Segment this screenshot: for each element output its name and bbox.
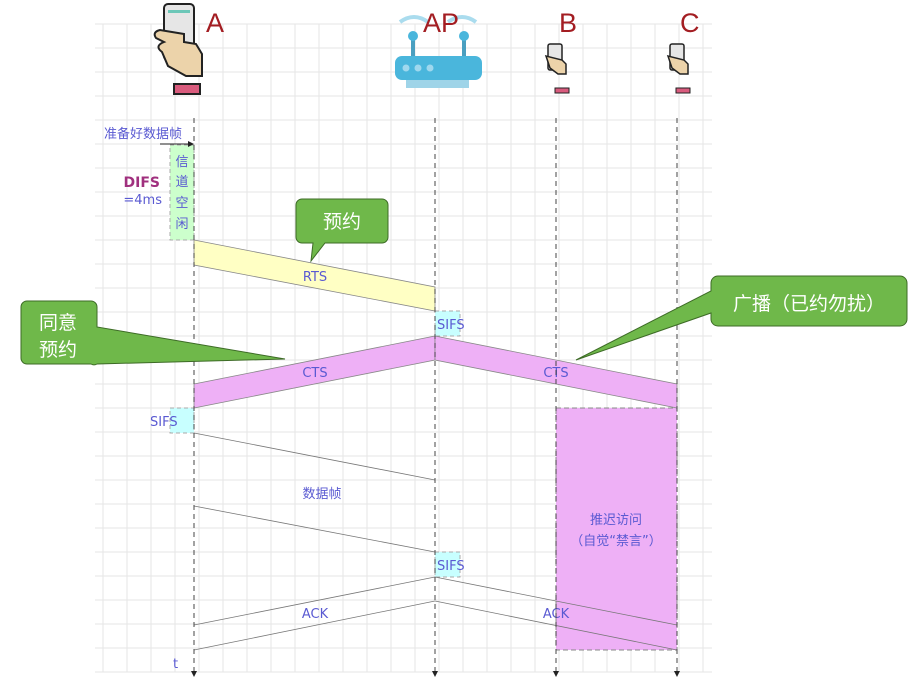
channel-idle-box (169, 144, 195, 241)
sifs-ap-1 (434, 310, 461, 337)
node-b-label: B (559, 8, 577, 38)
idle-char-4: 闲 (175, 217, 188, 232)
idle-char-1: 信 (175, 155, 188, 170)
callout-agree-text-1: 同意 (39, 312, 77, 334)
idle-char-3: 空 (175, 196, 188, 211)
time-axis-label: t (173, 657, 178, 672)
idle-char-2: 道 (175, 175, 188, 190)
difs-value: =4ms (123, 193, 162, 208)
sifs-ap-2-label: SIFS (437, 559, 465, 574)
timelines (193, 118, 678, 672)
defer-label-2: （自觉“禁言”） (570, 534, 661, 549)
node-c-label: C (680, 8, 700, 38)
cts-left-label: CTS (302, 366, 327, 381)
timeline-arrowheads-icon (191, 671, 680, 677)
data-frame-top (193, 432, 436, 481)
sifs-ap-2 (434, 551, 461, 578)
router-ap-icon (395, 15, 482, 88)
callout-agree-text-2: 预约 (39, 339, 77, 361)
callout-reserve-text: 预约 (323, 211, 361, 233)
rts-label: RTS (303, 270, 327, 285)
callout-broadcast (575, 275, 908, 361)
phone-a-icon (153, 3, 203, 95)
ready-frame-label: 准备好数据帧 (104, 126, 182, 142)
callout-reserve (295, 198, 389, 263)
defer-access-region (555, 407, 678, 651)
node-a-label: A (206, 8, 224, 38)
defer-label-1: 推迟访问 (590, 513, 642, 528)
sifs-ap-1-label: SIFS (437, 318, 465, 333)
data-frame-label: 数据帧 (302, 487, 341, 502)
callout-agree (20, 300, 286, 366)
phone-c-icon (666, 43, 691, 94)
callout-broadcast-text: 广播（已约勿扰） (733, 293, 885, 315)
data-frame-bottom (193, 505, 436, 553)
ready-arrowhead-icon (188, 141, 194, 147)
sifs-a-label: SIFS (150, 415, 178, 430)
sifs-a (169, 407, 195, 434)
phone-b-icon (544, 43, 570, 94)
ack-left-label: ACK (302, 607, 329, 622)
node-ap-label: AP (423, 8, 459, 38)
difs-label: DIFS (124, 175, 160, 191)
